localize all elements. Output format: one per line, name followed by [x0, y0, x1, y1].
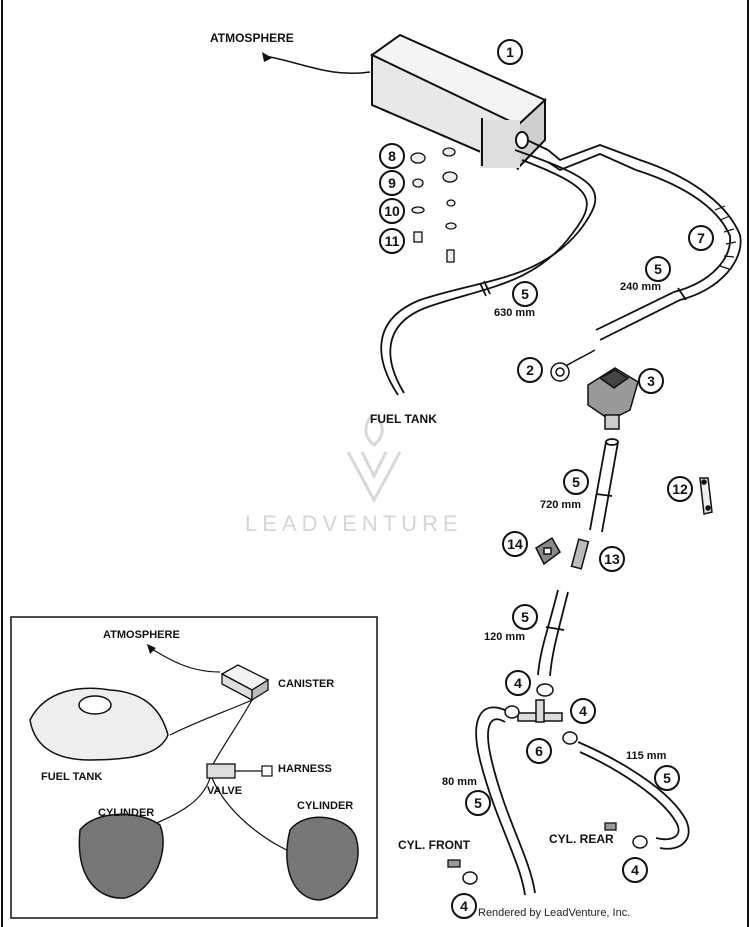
callout-14: 14: [502, 531, 528, 557]
inset-fuel-tank-label: FUEL TANK: [41, 771, 103, 783]
callout-13: 13: [599, 546, 625, 572]
callout-9: 9: [379, 170, 405, 196]
callout-5d: 5: [512, 604, 538, 630]
hose-80mm: [475, 706, 536, 896]
callout-5a: 5: [512, 281, 538, 307]
nipples: [447, 822, 617, 868]
credit-text: Rendered by LeadVenture, Inc.: [478, 907, 631, 919]
callout-4a: 4: [505, 670, 531, 696]
callout-5b: 5: [645, 256, 671, 282]
callout-4c: 4: [622, 857, 648, 883]
hose-240mm: [547, 144, 742, 341]
callout-5f: 5: [654, 765, 680, 791]
canister: [370, 33, 549, 171]
cyl-rear-label: CYL. REAR: [549, 832, 614, 846]
inset-canister-label: CANISTER: [278, 678, 335, 690]
length-120-label: 120 mm: [484, 631, 525, 643]
atmosphere-label: ATMOSPHERE: [210, 31, 294, 45]
length-720-label: 720 mm: [540, 499, 581, 511]
inset-system-diagram: [10, 616, 378, 919]
callout-10: 10: [379, 198, 405, 224]
fuel-tank-label: FUEL TANK: [370, 412, 437, 426]
holder-14: [535, 536, 561, 566]
callout-7: 7: [688, 225, 714, 251]
length-630-label: 630 mm: [494, 307, 535, 319]
callout-6: 6: [526, 738, 552, 764]
watermark-logo: [346, 414, 402, 504]
clamp-2: [550, 349, 596, 382]
callout-1: 1: [497, 39, 523, 65]
callout-8: 8: [379, 143, 405, 169]
cyl-front-label: CYL. FRONT: [398, 838, 470, 852]
atmosphere-arrow: [262, 52, 371, 75]
callout-12: 12: [667, 476, 693, 502]
inset-cylinder-right-label: CYLINDER: [297, 800, 354, 812]
hose-720mm: [589, 438, 619, 533]
clamps-4: [462, 683, 648, 885]
valve-3: [587, 367, 639, 430]
bracket-12: [699, 477, 713, 515]
inset-atmosphere-label: ATMOSPHERE: [103, 629, 180, 641]
hardware-parts: [410, 147, 458, 263]
callout-3: 3: [638, 368, 664, 394]
watermark-text: LEADVENTURE: [245, 511, 463, 536]
callout-2: 2: [517, 357, 543, 383]
tee-fitting-6: [517, 699, 563, 723]
callout-5c: 5: [563, 469, 589, 495]
hose-630mm: [380, 149, 597, 396]
length-240-label: 240 mm: [620, 281, 661, 293]
callout-4b: 4: [570, 698, 596, 724]
inset-valve-label: VALVE: [207, 785, 243, 797]
connector-13: [570, 538, 590, 570]
inset-cylinder-left-label: CYLINDER: [98, 807, 155, 819]
hose-115mm: [577, 741, 690, 850]
inset-harness-label: HARNESS: [278, 763, 332, 775]
length-115-label: 115 mm: [626, 750, 667, 762]
hose-120mm: [537, 589, 569, 677]
callout-4d: 4: [451, 893, 477, 919]
callout-5e: 5: [465, 790, 491, 816]
length-80-label: 80 mm: [442, 776, 477, 788]
callout-11: 11: [379, 228, 405, 254]
